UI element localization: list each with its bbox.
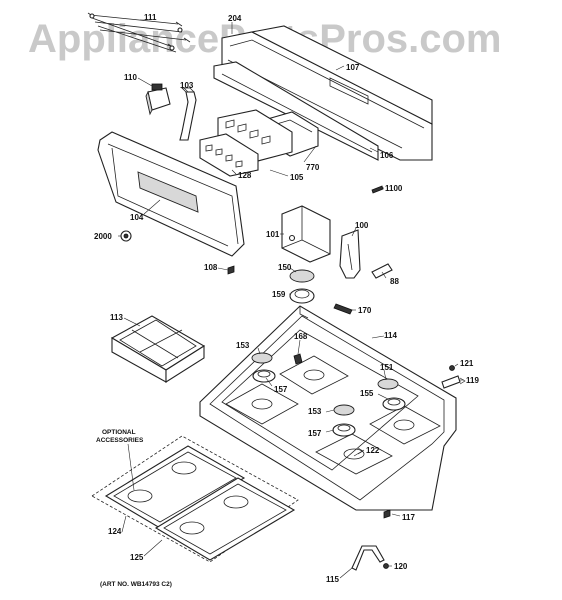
burner-assembly-right xyxy=(377,378,406,411)
burner-head-part xyxy=(289,288,315,304)
callout-106: 106 xyxy=(380,151,394,160)
callout-113: 113 xyxy=(110,313,123,322)
callout-157-center: 157 xyxy=(308,429,322,438)
callout-103: 103 xyxy=(180,81,194,90)
callout-111: 111 xyxy=(144,13,157,22)
callout-108: 108 xyxy=(204,263,218,272)
screw-part xyxy=(449,365,455,371)
callout-124: 124 xyxy=(108,527,122,536)
bracket-part xyxy=(281,205,331,263)
callout-121: 121 xyxy=(460,359,474,368)
callout-115: 115 xyxy=(326,575,339,584)
clip-part xyxy=(227,265,235,275)
grate-part xyxy=(110,315,206,383)
callout-120: 120 xyxy=(394,562,408,571)
callout-101: 101 xyxy=(266,230,280,239)
wire-harness-part xyxy=(87,12,191,53)
callout-122: 122 xyxy=(366,446,380,455)
callout-100: 100 xyxy=(355,221,369,230)
clip-part xyxy=(441,375,461,389)
leader-lines xyxy=(118,19,464,579)
art-number: (ART NO. WB14793 C2) xyxy=(100,581,172,588)
callout-114: 114 xyxy=(384,331,397,340)
lead-part xyxy=(351,545,389,571)
knob-bolt-part xyxy=(120,230,132,242)
valve-bracket-part xyxy=(339,229,361,279)
callout-105: 105 xyxy=(290,173,304,182)
screw-part xyxy=(371,185,384,194)
callout-204: 204 xyxy=(228,14,242,23)
optional-accessories-label: OPTIONAL ACCESSORIES xyxy=(96,429,144,444)
callout-104: 104 xyxy=(130,213,144,222)
callout-151: 151 xyxy=(380,363,394,372)
callout-150: 150 xyxy=(278,263,292,272)
callout-153-center: 153 xyxy=(308,407,322,416)
optional-accessories-frame xyxy=(91,435,299,563)
callout-153-left: 153 xyxy=(236,341,250,350)
screw-part xyxy=(333,303,353,315)
callout-119: 119 xyxy=(466,376,479,385)
orifice-part xyxy=(293,353,303,365)
callout-170: 170 xyxy=(358,306,372,315)
burner-assembly-center xyxy=(332,404,356,437)
spacer-part xyxy=(371,263,393,279)
control-panel-housing-part xyxy=(97,131,245,257)
drip-pan-part xyxy=(154,477,296,561)
switch-part xyxy=(145,83,171,116)
drip-pan-part xyxy=(104,445,246,529)
ignition-lead-part xyxy=(179,87,197,141)
callout-128: 128 xyxy=(238,171,252,180)
callout-125: 125 xyxy=(130,553,144,562)
backsplash-part xyxy=(221,25,433,161)
callout-770: 770 xyxy=(306,163,320,172)
callout-1100: 1100 xyxy=(385,184,403,193)
callout-2000: 2000 xyxy=(94,232,112,241)
control-panel-frame-part xyxy=(213,61,379,161)
optional-label-line-1: OPTIONAL xyxy=(102,429,136,436)
callout-168: 168 xyxy=(294,332,308,341)
optional-label-line-2: ACCESSORIES xyxy=(96,437,144,444)
callout-157-left: 157 xyxy=(274,385,288,394)
clip-part xyxy=(383,509,391,519)
callout-119-arrow xyxy=(459,377,466,385)
callout-88: 88 xyxy=(390,277,399,286)
callout-labels: 111 204 107 110 103 770 106 128 105 1100… xyxy=(94,13,479,584)
control-board-part xyxy=(199,109,319,177)
burner-cap-part xyxy=(289,269,315,283)
callout-110: 110 xyxy=(124,73,137,82)
callout-107: 107 xyxy=(346,63,360,72)
cooktop-burner-wells xyxy=(225,355,441,475)
callout-122-arrow xyxy=(357,447,364,455)
burner-assembly-left xyxy=(251,352,276,383)
callout-155: 155 xyxy=(360,389,374,398)
callout-159: 159 xyxy=(272,290,286,299)
callout-117: 117 xyxy=(402,513,415,522)
